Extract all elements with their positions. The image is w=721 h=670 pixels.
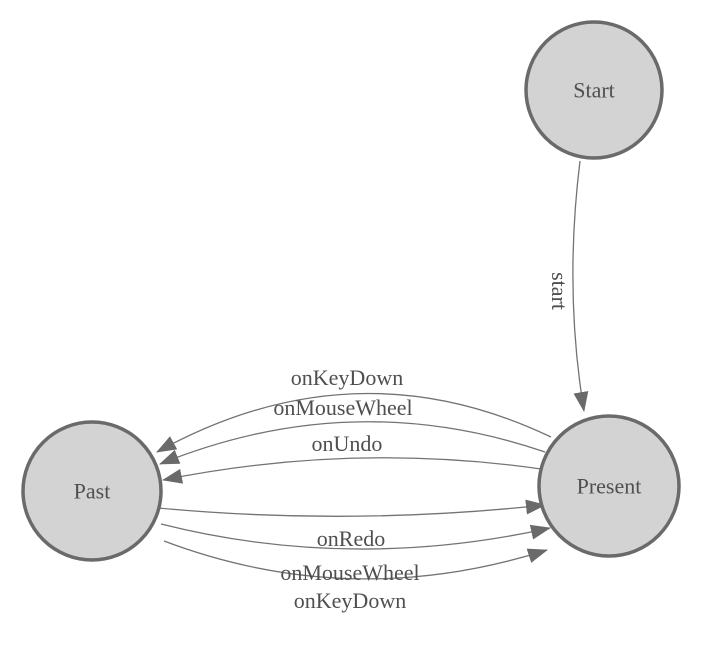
state-node-start bbox=[524, 20, 664, 160]
edge-past-to-present-onredo bbox=[157, 499, 546, 517]
edge-label-onmousewheel-top: onMouseWheel bbox=[273, 395, 412, 420]
edge-past-to-present-onkeydown bbox=[163, 540, 548, 580]
state-node-past-label: Past bbox=[74, 479, 111, 504]
edge-label-group: start onKeyDown onMouseWheel onUndo onRe… bbox=[273, 272, 572, 613]
edge-label-onmousewheel-bottom: onMouseWheel bbox=[280, 560, 419, 585]
edge-start-to-present bbox=[572, 160, 589, 412]
edge-label-onredo: onRedo bbox=[317, 526, 385, 551]
edge-group bbox=[156, 160, 589, 580]
edge-label-onkeydown-bottom: onKeyDown bbox=[294, 588, 406, 613]
state-node-past bbox=[21, 420, 163, 562]
state-node-start-label: Start bbox=[573, 78, 615, 103]
node-start: Start bbox=[524, 20, 664, 160]
edge-present-to-past-onundo bbox=[162, 457, 542, 484]
node-present: Present bbox=[537, 414, 681, 558]
edge-present-to-past-onkeydown bbox=[156, 392, 552, 453]
edge-label-onkeydown-top: onKeyDown bbox=[291, 365, 403, 390]
edge-label-start: start bbox=[547, 272, 572, 310]
state-node-present-label: Present bbox=[577, 474, 642, 499]
edge-label-onundo: onUndo bbox=[312, 431, 383, 456]
edge-present-to-past-onmousewheel bbox=[159, 421, 546, 465]
node-past: Past bbox=[21, 420, 163, 562]
state-node-present bbox=[537, 414, 681, 558]
edge-past-to-present-onmousewheel bbox=[160, 523, 551, 550]
